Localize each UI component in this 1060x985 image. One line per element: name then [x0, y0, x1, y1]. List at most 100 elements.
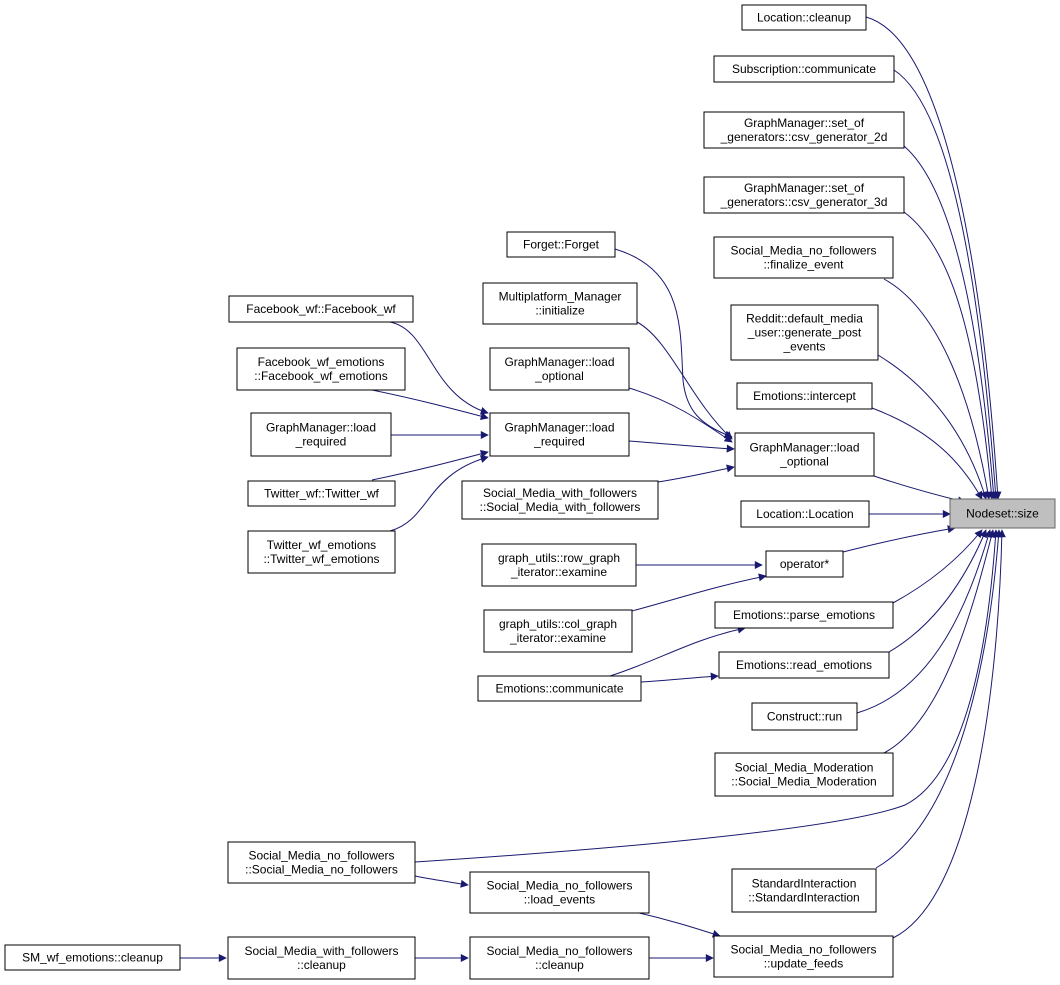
node-twitter-wf-emotions[interactable]: Twitter_wf_emotions::Twitter_wf_emotions — [247, 530, 396, 574]
node-box — [227, 841, 416, 884]
node-box — [228, 295, 414, 323]
node-emotions-communicate[interactable]: Emotions::communicate — [477, 675, 642, 702]
node-label: graph_utils::row_graph — [498, 551, 620, 565]
node-smnf-finalize-event[interactable]: Social_Media_no_followers::finalize_even… — [713, 236, 894, 279]
node-construct-run[interactable]: Construct::run — [751, 702, 858, 731]
node-label: _optional — [534, 369, 584, 383]
node-label: Facebook_wf_emotions — [258, 355, 385, 369]
node-label: Reddit::default_media — [746, 312, 863, 326]
node-box — [713, 55, 895, 83]
node-emotions-read-emotions[interactable]: Emotions::read_emotions — [718, 651, 890, 679]
edge-construct-run-to-size — [856, 529, 992, 714]
node-label: Social_Media_with_followers — [244, 944, 398, 958]
node-facebook-wf-emotions[interactable]: Facebook_wf_emotions::Facebook_wf_emotio… — [236, 347, 406, 391]
node-operator-star[interactable]: operator* — [765, 550, 844, 578]
node-label: Forget::Forget — [523, 238, 600, 252]
node-label: Social_Media_with_followers — [483, 486, 637, 500]
node-label: SM_wf_emotions::cleanup — [22, 951, 163, 965]
edge-load-required-to-load-optional — [628, 440, 735, 453]
node-graphmanager-load-required[interactable]: GraphManager::load_required — [489, 412, 630, 457]
node-box — [751, 702, 858, 731]
node-smnf-cleanup[interactable]: Social_Media_no_followers::cleanup — [469, 936, 650, 980]
node-box — [741, 4, 867, 31]
node-graphmanager-load-required-2[interactable]: GraphManager::load_required — [250, 412, 392, 457]
node-standardinteraction[interactable]: StandardInteraction::StandardInteraction — [731, 868, 877, 913]
node-graphmanager-csv-3d[interactable]: GraphManager::set_of_generators::csv_gen… — [703, 176, 905, 214]
edge-twitter-wf-emotions-to-load-required — [389, 455, 489, 532]
node-box — [469, 936, 650, 980]
node-location-cleanup[interactable]: Location::cleanup — [741, 4, 867, 31]
node-label: Location::cleanup — [757, 11, 851, 25]
edge-forget-to-load-optional — [614, 248, 733, 439]
node-label: Construct::run — [767, 710, 842, 724]
node-label: _required — [295, 435, 347, 449]
node-box — [247, 480, 396, 507]
node-box — [736, 382, 873, 410]
node-location-location[interactable]: Location::Location — [740, 500, 870, 528]
node-smnf-constructor[interactable]: Social_Media_no_followers::Social_Media_… — [227, 841, 416, 884]
node-box — [483, 609, 633, 653]
node-label: Social_Media_Moderation — [735, 761, 874, 775]
node-label: GraphManager::load — [504, 421, 614, 435]
node-facebook-wf[interactable]: Facebook_wf::Facebook_wf — [228, 295, 414, 323]
edge-multiplatform-to-load-optional — [636, 321, 733, 440]
node-twitter-wf[interactable]: Twitter_wf::Twitter_wf — [247, 480, 396, 507]
node-box — [236, 347, 406, 391]
node-graphmanager-csv-2d[interactable]: GraphManager::set_of_generators::csv_gen… — [703, 111, 905, 149]
node-label: _iterator::examine — [509, 631, 606, 645]
node-smwf-cleanup[interactable]: Social_Media_with_followers::cleanup — [227, 936, 416, 980]
node-label: ::Facebook_wf_emotions — [254, 369, 387, 383]
node-nodeset-size[interactable]: Nodeset::size — [949, 498, 1056, 529]
node-label: Subscription::communicate — [732, 62, 876, 76]
node-box — [713, 236, 894, 279]
node-smnf-load-events[interactable]: Social_Media_no_followers::load_events — [469, 871, 650, 914]
node-sm-wf-emotions-cleanup[interactable]: SM_wf_emotions::cleanup — [4, 944, 181, 971]
node-col-graph-examine[interactable]: graph_utils::col_graph_iterator::examine — [483, 609, 633, 653]
edge-communicate-to-read-emotions — [640, 672, 719, 683]
node-label: Facebook_wf::Facebook_wf — [246, 302, 396, 316]
node-emotions-parse-emotions[interactable]: Emotions::parse_emotions — [714, 601, 894, 629]
node-label: GraphManager::set_of — [744, 181, 865, 195]
node-label: Social_Media_no_followers — [486, 879, 632, 893]
edge-facebook-wf-emotions-to-load-required — [371, 389, 489, 421]
node-smnf-update-feeds[interactable]: Social_Media_no_followers::update_feeds — [713, 935, 894, 978]
node-box — [714, 752, 894, 797]
node-label: GraphManager::set_of — [744, 116, 865, 130]
node-label: Nodeset::size — [966, 507, 1039, 521]
edge-location-cleanup-to-size — [865, 16, 1002, 500]
node-label: Emotions::intercept — [753, 389, 856, 403]
node-graphmanager-load-optional[interactable]: GraphManager::load_optional — [734, 432, 875, 477]
node-label: ::initialize — [535, 304, 585, 318]
node-box — [730, 304, 879, 361]
node-label: _generators::csv_generator_3d — [720, 195, 888, 209]
node-label: ::load_events — [524, 893, 595, 907]
node-label: Emotions::parse_emotions — [733, 608, 875, 622]
node-graphmanager-load-optional-2[interactable]: GraphManager::load_optional — [489, 347, 630, 391]
node-subscription-communicate[interactable]: Subscription::communicate — [713, 55, 895, 83]
node-label: _generators::csv_generator_2d — [720, 130, 888, 144]
edge-reddit-to-size — [877, 354, 988, 500]
node-label: ::Social_Media_Moderation — [731, 775, 876, 789]
node-smm-constructor[interactable]: Social_Media_Moderation::Social_Media_Mo… — [714, 752, 894, 797]
node-row-graph-examine[interactable]: graph_utils::row_graph_iterator::examine — [481, 543, 637, 587]
node-box — [765, 550, 844, 578]
edge-smnf-constructor-to-size — [414, 529, 1000, 863]
node-box — [703, 111, 905, 149]
node-label: _events — [782, 340, 825, 354]
node-box — [734, 432, 875, 477]
node-label: operator* — [780, 557, 830, 571]
edge-standardinteraction-to-size — [875, 529, 1003, 869]
node-box — [718, 651, 890, 679]
node-multiplatform-initialize[interactable]: Multiplatform_Manager::initialize — [482, 282, 638, 325]
node-label: ::Social_Media_no_followers — [245, 863, 398, 877]
edge-update-feeds-to-size — [892, 529, 1006, 939]
node-label: ::cleanup — [297, 958, 346, 972]
node-box — [477, 675, 642, 702]
node-label: ::Social_Media_with_followers — [480, 500, 641, 514]
edge-col-graph-to-operator — [631, 573, 767, 612]
node-forget-forget[interactable]: Forget::Forget — [506, 231, 616, 258]
node-reddit-generate-post-events[interactable]: Reddit::default_media_user::generate_pos… — [730, 304, 879, 361]
node-smwf-constructor[interactable]: Social_Media_with_followers::Social_Medi… — [461, 480, 659, 520]
edge-csv2d-to-size — [903, 145, 998, 500]
node-emotions-intercept[interactable]: Emotions::intercept — [736, 382, 873, 410]
